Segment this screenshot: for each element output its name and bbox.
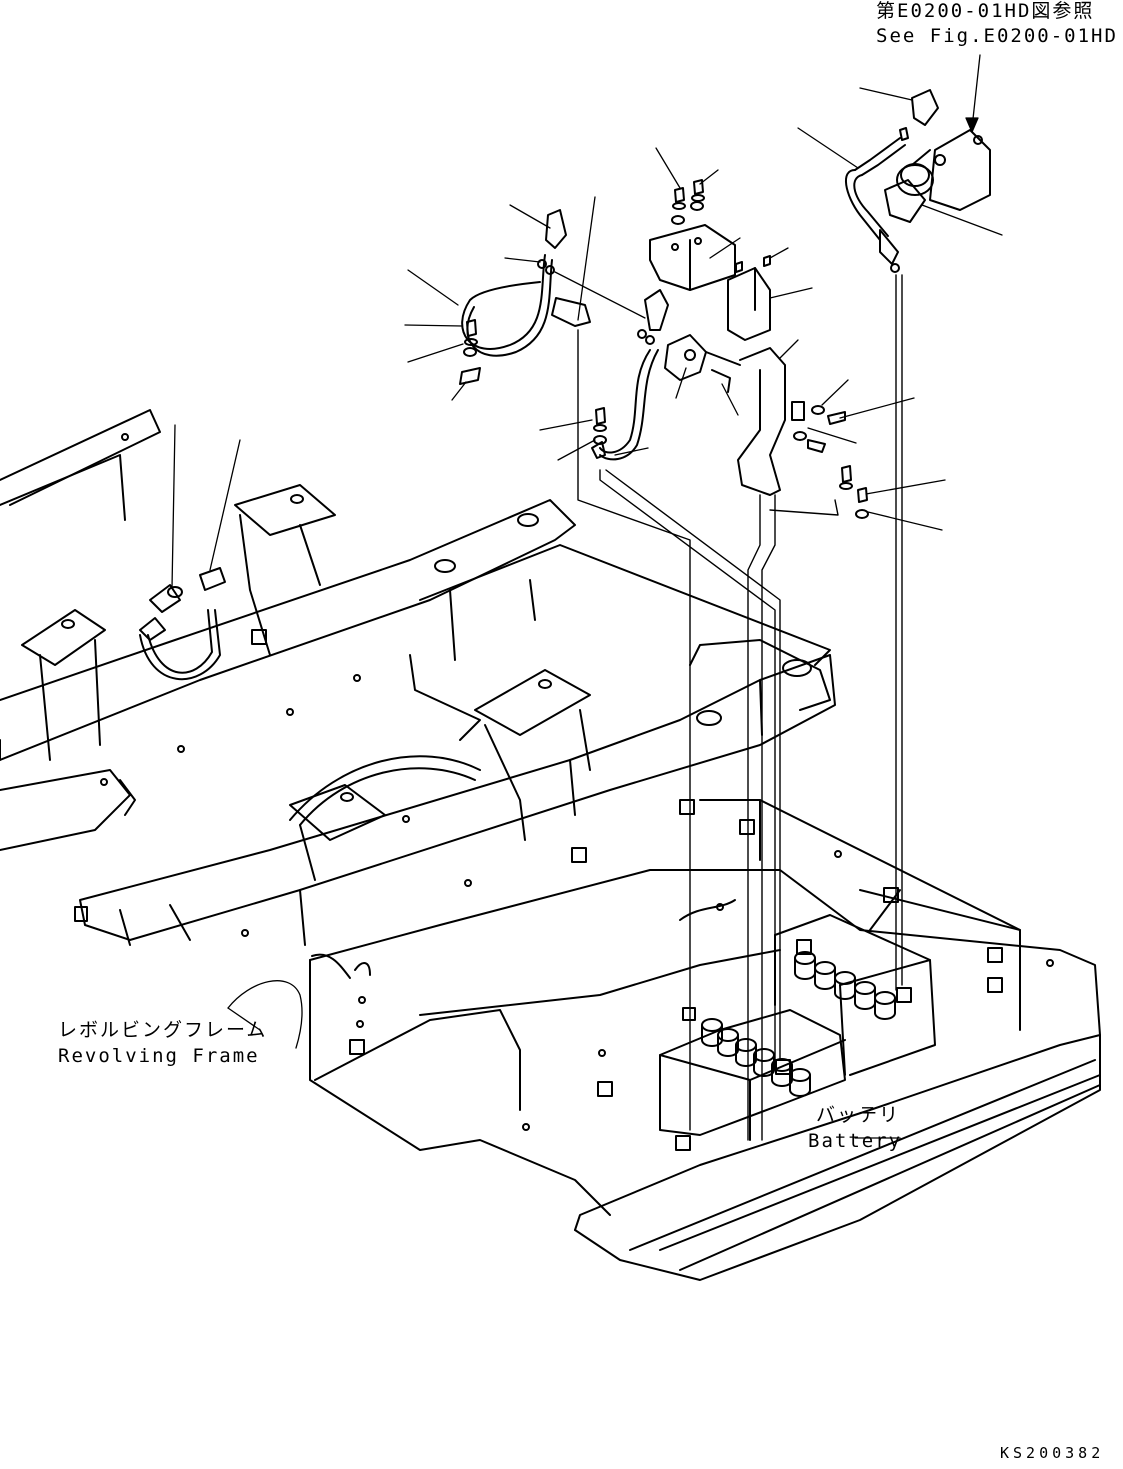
battery-terminals (683, 940, 911, 1074)
figure-reference-en: See Fig.E0200-01HD (876, 25, 1118, 47)
battery-relay-parts (140, 90, 990, 640)
drawing-code: KS200382 (1000, 1444, 1105, 1462)
battery-label-jp: バッテリ (816, 1104, 901, 1126)
revolving-frame-label-jp: レボルビングフレーム (58, 1019, 268, 1041)
revolving-frame (0, 410, 1100, 1280)
leader-lines (172, 55, 1002, 1138)
revolving-frame-label-en: Revolving Frame (58, 1045, 260, 1067)
wiring-runs (578, 275, 902, 1140)
battery-label-en: Battery (808, 1130, 903, 1152)
figure-reference-jp: 第E0200-01HD図参照 (876, 0, 1095, 22)
bolts-washers (168, 128, 908, 597)
battery-caps (702, 952, 895, 1096)
